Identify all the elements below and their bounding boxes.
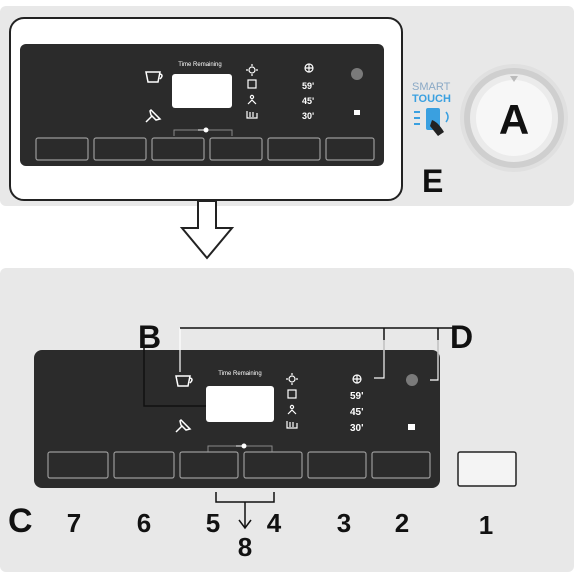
button-7[interactable] [47, 451, 109, 479]
cup-icon [145, 71, 163, 83]
top-tray-icon [246, 111, 258, 119]
top-person-icon [247, 94, 257, 105]
button-5[interactable] [179, 451, 239, 479]
tray-icon [286, 421, 298, 429]
button-number-2: 2 [395, 508, 409, 538]
callout-d: D [450, 319, 473, 355]
button-2[interactable] [371, 451, 431, 479]
top-button[interactable] [151, 137, 205, 161]
button-3[interactable] [307, 451, 367, 479]
top-button-row [35, 137, 375, 161]
program-time-3: 30' [350, 423, 364, 434]
small-indicator [408, 424, 415, 430]
top-program-time-3: 30' [302, 111, 314, 121]
key-icon [236, 443, 247, 449]
callout-b: B [138, 319, 161, 355]
button-6[interactable] [113, 451, 175, 479]
button-number-6: 6 [137, 508, 151, 538]
callout-line-d-inner [374, 340, 439, 381]
top-button[interactable] [325, 137, 375, 161]
smart-text-line1: SMART [412, 81, 451, 93]
callout-e: E [422, 163, 443, 199]
smart-touch-phone-icon [414, 108, 449, 136]
button-row [47, 451, 431, 479]
top-button[interactable] [209, 137, 263, 161]
control-dial[interactable] [460, 64, 568, 172]
button-number-3: 3 [337, 508, 351, 538]
time-remaining-label: Time Remaining [218, 371, 261, 377]
sun-icon [286, 373, 298, 385]
program-time-2: 45' [350, 407, 364, 418]
smart-text-line2: TOUCH [412, 93, 451, 105]
top-button[interactable] [93, 137, 147, 161]
button-number-1: 1 [479, 510, 493, 540]
button-4[interactable] [243, 451, 303, 479]
round-indicator [406, 374, 418, 386]
program-time-1: 59' [350, 391, 364, 402]
button-number-7: 7 [67, 508, 81, 538]
top-button[interactable] [267, 137, 321, 161]
top-grid-icon [304, 63, 314, 73]
combo-bracket [215, 492, 275, 528]
person-icon [287, 404, 297, 415]
grid-icon [352, 374, 362, 384]
book-icon [287, 389, 297, 399]
top-time-remaining-label: Time Remaining [178, 62, 221, 68]
combo-arrow-head [238, 519, 252, 530]
button-1[interactable] [457, 451, 517, 487]
pin-icon [175, 418, 192, 433]
top-small-indicator [354, 110, 360, 115]
dial-label: A [499, 96, 529, 143]
top-program-time-2: 45' [302, 96, 314, 106]
cup-icon [175, 375, 193, 387]
top-display-screen [172, 74, 232, 108]
zoom-arrow [179, 200, 235, 260]
combo-number-8: 8 [238, 532, 252, 562]
display-screen [206, 386, 274, 422]
top-key-icon [198, 127, 209, 133]
button-number-4: 4 [267, 508, 282, 538]
top-program-time-1: 59' [302, 81, 314, 91]
callout-line-b [143, 346, 206, 407]
top-book-icon [247, 79, 257, 89]
top-round-indicator [351, 68, 363, 80]
pin-icon [145, 108, 162, 123]
button-number-5: 5 [206, 508, 220, 538]
callout-c: C [8, 502, 33, 540]
top-button[interactable] [35, 137, 89, 161]
top-sun-icon [246, 64, 258, 76]
